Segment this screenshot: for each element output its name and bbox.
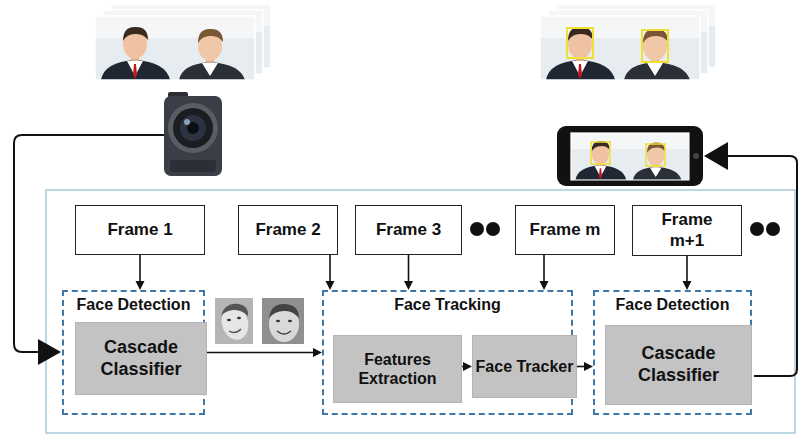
arrow-head (463, 362, 472, 371)
flow-arrow (136, 255, 145, 290)
frame-label: Frame 3 (376, 220, 441, 240)
frame-box: Frame 3 (355, 205, 462, 255)
phone-icon (570, 132, 690, 180)
arrow-head (136, 281, 145, 290)
system-panel (46, 190, 795, 433)
group-heading: Face Detection (64, 295, 203, 314)
arrow-line (205, 352, 314, 354)
camera-icon (173, 108, 213, 148)
arrow-head (313, 348, 322, 357)
face-thumbnail (218, 303, 252, 343)
flow-arrow (404, 255, 413, 290)
frame-label: Frame 2 (255, 220, 320, 240)
camera-icon (170, 160, 216, 172)
output-frames (540, 16, 700, 80)
arrow-line (543, 255, 545, 282)
camera-icon (164, 96, 222, 176)
frame-label: Frame 1 (107, 220, 172, 240)
phone-icon (557, 126, 703, 186)
frame-box: Frame 1 (75, 205, 205, 255)
input-frames (95, 4, 271, 80)
face-thumbnail (269, 304, 299, 318)
face-thumbnail (237, 317, 241, 320)
flow-arrow (683, 256, 692, 290)
arrow-line (408, 255, 410, 282)
input-frames (95, 16, 255, 80)
ellipsis-dots (486, 222, 500, 236)
flow-arrow (540, 255, 549, 290)
output-frames (540, 4, 716, 80)
camera-icon (168, 103, 218, 153)
display-feed-line (704, 142, 728, 170)
flow-arrow (326, 255, 335, 290)
arrow-head (683, 281, 692, 290)
stage-group: Face DetectionCascade Classifier (593, 290, 752, 415)
arrow-line (329, 255, 331, 282)
group-heading: Face Tracking (324, 295, 571, 314)
arrow-head (540, 281, 549, 290)
arrow-head (404, 281, 413, 290)
face-thumbnail (262, 298, 304, 344)
phone-icon (557, 126, 703, 186)
process-box: Cascade Classifier (75, 322, 207, 395)
group-title: Face Detection (616, 295, 730, 314)
ellipsis-dots (766, 222, 780, 236)
flow-arrow (577, 362, 593, 371)
phone-icon (591, 142, 610, 164)
process-box: Cascade Classifier (605, 325, 752, 405)
process-label: Features Extraction (334, 350, 461, 388)
frame-label: Frame m+1 (655, 210, 719, 251)
arrow-head (584, 362, 593, 371)
phone-icon (646, 144, 665, 166)
stage-group: Face TrackingFeatures Extraction Face Tra… (322, 290, 573, 415)
arrow-line (577, 366, 585, 368)
camera-icon (164, 92, 222, 176)
process-box: Face Tracker (472, 335, 577, 398)
face-thumbnail (215, 298, 253, 344)
output-frames (642, 30, 668, 62)
flow-arrow (462, 362, 472, 371)
frame-label: Frame m (530, 220, 601, 240)
frame-box: Frame m (515, 205, 615, 255)
ellipsis-dots (470, 222, 484, 236)
camera-icon (180, 115, 206, 141)
camera-icon (184, 119, 190, 125)
arrow-line (139, 255, 141, 282)
face-thumbnail (277, 331, 291, 334)
frame-box: Frame m+1 (632, 205, 742, 256)
group-heading: Face Detection (595, 295, 750, 314)
group-title: Face Detection (77, 295, 191, 314)
group-title: Face Tracking (394, 295, 501, 314)
phone-icon (571, 133, 689, 180)
arrow-head (326, 281, 335, 290)
face-thumbnail (276, 320, 280, 323)
frame-box: Frame 2 (238, 205, 338, 255)
process-label: Cascade Classifier (606, 343, 751, 386)
face-thumbnail (227, 319, 231, 322)
arrow-line (686, 256, 688, 282)
process-label: Cascade Classifier (76, 337, 206, 380)
output-frames (567, 28, 593, 58)
face-thumbnail (288, 320, 292, 323)
face-thumbnail (215, 298, 253, 344)
flow-arrow (205, 348, 322, 357)
face-thumbnail (221, 304, 248, 316)
ellipsis-dots (750, 222, 764, 236)
stage-group: Face DetectionCascade Classifier (62, 290, 205, 415)
face-thumbnail (262, 298, 304, 344)
face-thumbnail (229, 329, 241, 333)
process-label: Face Tracker (476, 357, 574, 376)
camera-feed-line (38, 339, 61, 365)
process-box: Features Extraction (333, 335, 462, 403)
phone-icon (693, 153, 699, 159)
